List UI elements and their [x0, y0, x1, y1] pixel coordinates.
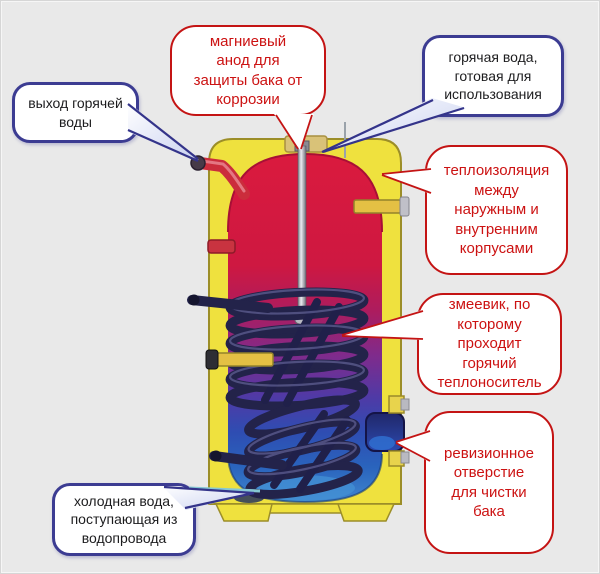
callout-cold-water-inlet: холодная вода, поступающая из водопровод…: [52, 483, 196, 556]
coil-outlet-pipe: [209, 450, 287, 470]
casing-foot-left: [214, 503, 273, 522]
callout-revision-hole-text: ревизионное отверстие для чистки бака: [444, 444, 534, 521]
hot-water-outlet-pipe: [190, 155, 250, 200]
callout-insulation: теплоизоляция между наружным и внутренни…: [425, 145, 568, 275]
callout-hot-water-outlet: выход горячей воды: [12, 82, 139, 143]
left-red-stub-pipe: [207, 239, 236, 254]
coil-inlet-pipe: [187, 294, 273, 313]
callout-hot-water-ready: горячая вода, готовая для использования: [422, 35, 564, 117]
casing-foot-right: [336, 503, 396, 522]
callout-coil-text: змеевик, по которому проходит горячий те…: [437, 296, 542, 392]
callout-coil: змеевик, по которому проходит горячий те…: [417, 293, 562, 395]
casing-skirt: [263, 503, 347, 514]
callout-magnesium-anode: магниевый анод для защиты бака от корроз…: [170, 25, 326, 116]
callout-hot-water-outlet-text: выход горячей воды: [28, 95, 123, 130]
callout-cold-water-inlet-text: холодная вода, поступающая из водопровод…: [70, 492, 178, 546]
callout-insulation-text: теплоизоляция между наружным и внутренни…: [443, 162, 550, 258]
right-yellow-pipe: [353, 196, 410, 217]
callout-revision-hole: ревизионное отверстие для чистки бака: [424, 411, 554, 554]
left-yellow-pipe: [205, 349, 274, 370]
callout-magnesium-anode-text: магниевый анод для защиты бака от корроз…: [193, 32, 303, 109]
callout-hot-water-ready-text: горячая вода, готовая для использования: [444, 49, 542, 103]
tank-bottom-edge: [227, 453, 383, 504]
